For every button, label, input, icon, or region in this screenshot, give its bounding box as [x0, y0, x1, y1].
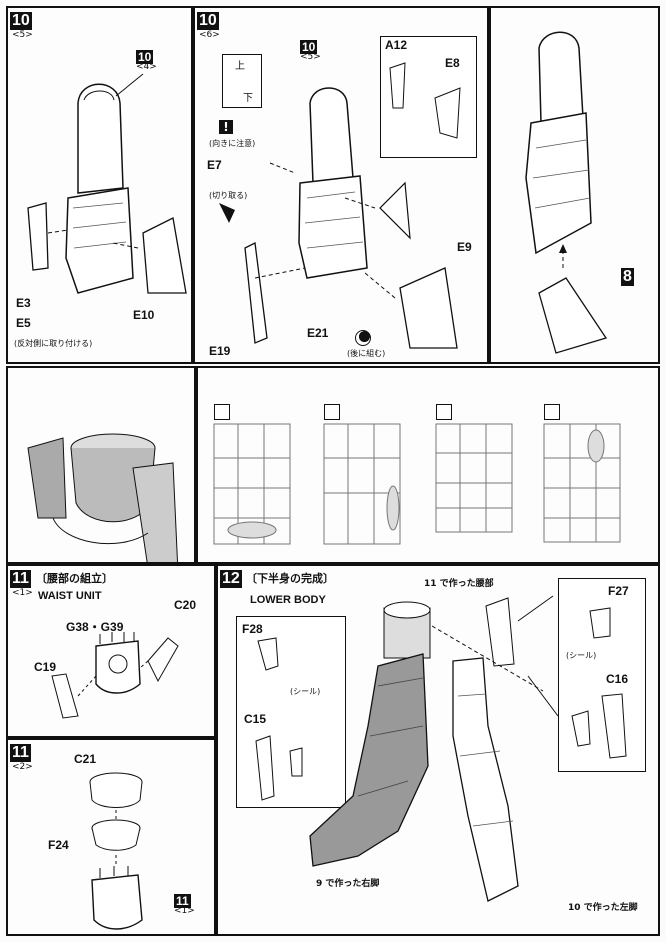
step-number: 10	[10, 12, 32, 30]
finished-leg-illustration	[525, 31, 608, 354]
panel-step-12: 12 〔下半身の完成〕 LOWER BODY 11 で作った腰部 F28 (シー…	[216, 564, 660, 936]
orientation-box: 上 下	[222, 54, 262, 108]
ref-step: 10	[300, 40, 318, 54]
seal-label-left: (シール)	[290, 687, 321, 696]
part-f28: F28	[242, 622, 263, 636]
step-title-jp: 〔下半身の完成〕	[246, 572, 334, 585]
part-e9: E9	[457, 240, 472, 254]
ref-sub: <1>	[174, 906, 195, 916]
part-e19: E19	[209, 344, 231, 358]
warning-icon: !	[219, 120, 233, 134]
runner-label-f	[436, 404, 452, 420]
part-f27: F27	[608, 584, 629, 598]
part-c19: C19	[34, 660, 57, 674]
ref-sub: <4>	[136, 62, 157, 72]
part-c16: C16	[606, 672, 629, 686]
part-e21: E21	[307, 326, 329, 340]
part-e7: E7	[207, 158, 222, 172]
panel-step-11-1: 11 〔腰部の組立〕 <1> WAIST UNIT G38・G39 C20 C1…	[6, 564, 216, 738]
step-number: 12	[220, 570, 242, 588]
part-c20: C20	[174, 598, 197, 612]
waist-stack-illustration	[89, 772, 143, 930]
step-sub: <5>	[12, 30, 33, 40]
part-e3: E3	[16, 296, 31, 310]
ref-step: 11	[174, 894, 191, 908]
down-label: 下	[243, 93, 253, 104]
ref-step: 8	[621, 268, 634, 286]
runner-label-a	[214, 404, 230, 420]
runner-sprues	[213, 423, 621, 545]
part-e8: E8	[445, 56, 460, 70]
part-g38-g39: G38・G39	[66, 620, 124, 634]
panel-step-10-6: 10 <6> 10 <5> 上 下 ! (向きに注意) E7 (切り取る) A1…	[193, 6, 489, 364]
runner-label-g	[544, 404, 560, 420]
part-a12: A12	[385, 38, 408, 52]
panel-step-10-5: 10 <5> 10 <4> E3 E5 E10 (反対側に取り付ける)	[6, 6, 193, 364]
step-number: 10	[197, 12, 219, 30]
made-left-leg-note: 10 で作った左脚	[568, 903, 638, 913]
waist-unit-illustration	[27, 433, 179, 562]
waist-core-illustration	[51, 632, 179, 719]
back-note: (後に組む)	[347, 349, 386, 358]
step-sub: <2>	[12, 762, 33, 772]
lower-body-illustration	[255, 595, 627, 902]
caution-note: (向きに注意)	[209, 139, 256, 148]
part-c21: C21	[74, 752, 97, 766]
made-waist-note: 11 で作った腰部	[424, 579, 494, 589]
ref-sub: <5>	[300, 52, 321, 62]
leg-assembly-illustration	[27, 73, 187, 294]
step-number: 11	[10, 744, 31, 762]
ref-step: 10	[136, 50, 154, 64]
part-e10: E10	[133, 308, 155, 322]
step-number: 11	[10, 570, 31, 588]
circle-icon	[355, 330, 371, 346]
panel-leg-complete: 8	[489, 6, 660, 364]
panel-step-11-2: 11 <2> C21 F24 11 <1>	[6, 738, 216, 936]
panel-parts-runners	[196, 366, 660, 564]
made-right-leg-note: 9 で作った右脚	[316, 879, 380, 889]
part-e5: E5	[16, 316, 31, 330]
seal-label-right: (シール)	[566, 651, 597, 660]
cut-note: (切り取る)	[209, 191, 248, 200]
step-title-en: LOWER BODY	[250, 594, 326, 606]
step-title-en: WAIST UNIT	[38, 590, 102, 602]
attach-opposite-note: (反対側に取り付ける)	[14, 339, 93, 348]
leg-detail-illustration	[219, 62, 461, 349]
step-sub: <1>	[12, 588, 33, 598]
up-label: 上	[235, 61, 245, 72]
runner-label-c	[324, 404, 340, 420]
step-sub: <6>	[199, 30, 220, 40]
panel-waist-unit	[6, 366, 196, 564]
step-title-jp: 〔腰部の組立〕	[36, 572, 113, 585]
part-f24: F24	[48, 838, 69, 852]
detail-box-left	[236, 616, 346, 808]
part-c15: C15	[244, 712, 267, 726]
